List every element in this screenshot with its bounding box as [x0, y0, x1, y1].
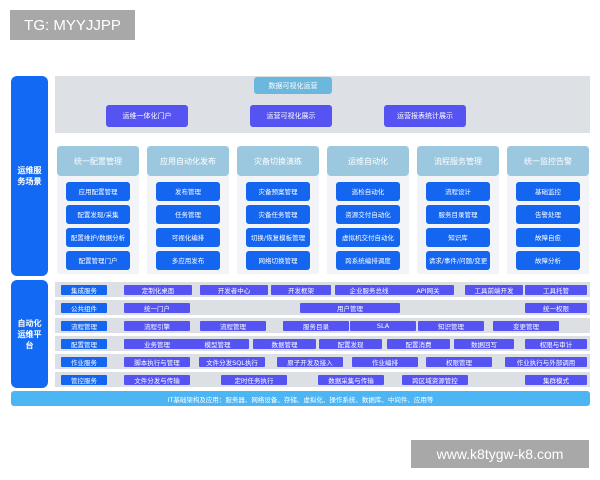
platform-row-head: 管控服务: [61, 375, 107, 385]
scenario-item[interactable]: 网络切换管理: [246, 251, 310, 270]
platform-row: 作业服务 脚本执行与管理文件分发SQL执行 原子开发及接入作业编排权限管理 作业执行与…: [55, 354, 590, 369]
platform-row-head: 集成服务: [61, 285, 107, 295]
scenario-item[interactable]: 服务目录管理: [426, 205, 490, 224]
platform-cell[interactable]: 作业执行与外部调用: [505, 357, 587, 367]
platform-cell[interactable]: 企业服务总线: [335, 285, 403, 295]
scenario-column-title: 应用自动化发布: [147, 146, 229, 176]
platform-cell[interactable]: 配置消费: [387, 339, 450, 349]
scenario-column-title: 运维自动化: [327, 146, 409, 176]
platform-cell[interactable]: 服务目录: [283, 321, 349, 331]
infrastructure-bar: IT基础架构及应用：服务器、网络设备、存储、虚拟化、操作系统、数据库、中间件、应…: [11, 391, 590, 406]
scenario-item[interactable]: 灾备预案管理: [246, 182, 310, 201]
platform-cell[interactable]: 流程管理: [200, 321, 266, 331]
watermark-bottom-right: www.k8tygw-k8.com: [411, 440, 589, 468]
scenario-item[interactable]: 可视化编排: [156, 228, 220, 247]
side-label-platform: 自动化运维平台: [11, 280, 48, 388]
platform-row-head: 作业服务: [61, 357, 107, 367]
scenario-item[interactable]: 告警处理: [516, 205, 580, 224]
platform-cell[interactable]: 工具托管: [525, 285, 587, 295]
scenario-item[interactable]: 巡检自动化: [336, 182, 400, 201]
top-item-portal[interactable]: 运维一体化门户: [106, 105, 188, 127]
scenario-item[interactable]: 故障分析: [516, 251, 580, 270]
platform-row-head: 公共组件: [61, 303, 107, 313]
platform-row: 配置管理 业务管理模型管理数据管理配置发现配置消费数据回写 权限与审计: [55, 336, 590, 351]
visualization-title: 数据可视化运营: [254, 77, 332, 94]
scenario-item[interactable]: 跨系统编排调度: [336, 251, 400, 270]
scenario-item[interactable]: 知识库: [426, 228, 490, 247]
scenario-item[interactable]: 配置管理门户: [66, 251, 130, 270]
platform-row-head: 流程管理: [61, 321, 107, 331]
platform-cell[interactable]: 权限管理: [426, 357, 492, 367]
scenario-item[interactable]: 请求/事件/问题/变更: [426, 251, 490, 270]
platform-cell[interactable]: 开发者中心: [200, 285, 268, 295]
scenario-column-title: 统一监控告警: [507, 146, 589, 176]
platform-cell[interactable]: 用户管理: [300, 303, 400, 313]
platform-cell[interactable]: 定时任务执行: [221, 375, 287, 385]
platform-cell[interactable]: 数据回写: [454, 339, 514, 349]
platform-cell[interactable]: 统一权限: [525, 303, 587, 313]
platform-cell[interactable]: 原子开发及接入: [277, 357, 343, 367]
platform-cell[interactable]: 作业编排: [352, 357, 418, 367]
platform-cell[interactable]: 业务管理: [124, 339, 190, 349]
scenario-item[interactable]: 流程设计: [426, 182, 490, 201]
platform-cell[interactable]: 知识管理: [418, 321, 484, 331]
platform-cell[interactable]: 变更管理: [493, 321, 559, 331]
scenario-item[interactable]: 发布管理: [156, 182, 220, 201]
scenario-column-title: 灾备切换演练: [237, 146, 319, 176]
platform-cell[interactable]: 脚本执行与管理: [124, 357, 190, 367]
scenario-item[interactable]: 切换/恢复模板管理: [246, 228, 310, 247]
platform-cell[interactable]: 配置发现: [319, 339, 382, 349]
scenario-item[interactable]: 应用配置管理: [66, 182, 130, 201]
platform-cell[interactable]: 跨区域资源管控: [402, 375, 468, 385]
scenario-item[interactable]: 多应用发布: [156, 251, 220, 270]
platform-cell[interactable]: 数据采集与传输: [318, 375, 384, 385]
watermark-top-left: TG: MYYJJPP: [10, 10, 135, 40]
scenario-item[interactable]: 灾备任务管理: [246, 205, 310, 224]
platform-row-head: 配置管理: [61, 339, 107, 349]
scenario-item[interactable]: 故障自愈: [516, 228, 580, 247]
platform-cell[interactable]: API网关: [402, 285, 454, 295]
platform-cell[interactable]: 统一门户: [124, 303, 190, 313]
platform-cell[interactable]: 定制化桌面: [124, 285, 192, 295]
platform-cell[interactable]: 流程引擎: [124, 321, 190, 331]
scenario-column-title: 流程服务管理: [417, 146, 499, 176]
platform-cell[interactable]: 模型管理: [186, 339, 249, 349]
platform-cell[interactable]: 工具前端开发: [465, 285, 523, 295]
scenario-item[interactable]: 虚拟机交付自动化: [336, 228, 400, 247]
platform-cell[interactable]: 文件分发SQL执行: [199, 357, 265, 367]
top-item-report[interactable]: 运营报表统计展示: [384, 105, 466, 127]
scenario-item[interactable]: 任务管理: [156, 205, 220, 224]
scenario-item[interactable]: 配置发现/采集: [66, 205, 130, 224]
side-label-scenarios: 运维服务场景: [11, 76, 48, 276]
platform-cell[interactable]: 数据管理: [253, 339, 316, 349]
platform-row: 管控服务 文件分发与传输 定时任务执行 数据采集与传输 跨区域资源管控 集群模式: [55, 372, 590, 387]
scenario-item[interactable]: 资源交付自动化: [336, 205, 400, 224]
scenario-column-title: 统一配置管理: [57, 146, 139, 176]
platform-cell[interactable]: 开发框架: [271, 285, 331, 295]
scenario-item[interactable]: 配置维护/数据分析: [66, 228, 130, 247]
platform-cell[interactable]: SLA: [350, 321, 416, 331]
platform-row: 公共组件 统一门户 用户管理 统一权限: [55, 300, 590, 315]
platform-cell[interactable]: 集群模式: [525, 375, 587, 385]
top-item-visual[interactable]: 运营可视化展示: [250, 105, 332, 127]
scenario-item[interactable]: 基础监控: [516, 182, 580, 201]
platform-cell[interactable]: 权限与审计: [525, 339, 587, 349]
platform-cell[interactable]: 文件分发与传输: [124, 375, 190, 385]
